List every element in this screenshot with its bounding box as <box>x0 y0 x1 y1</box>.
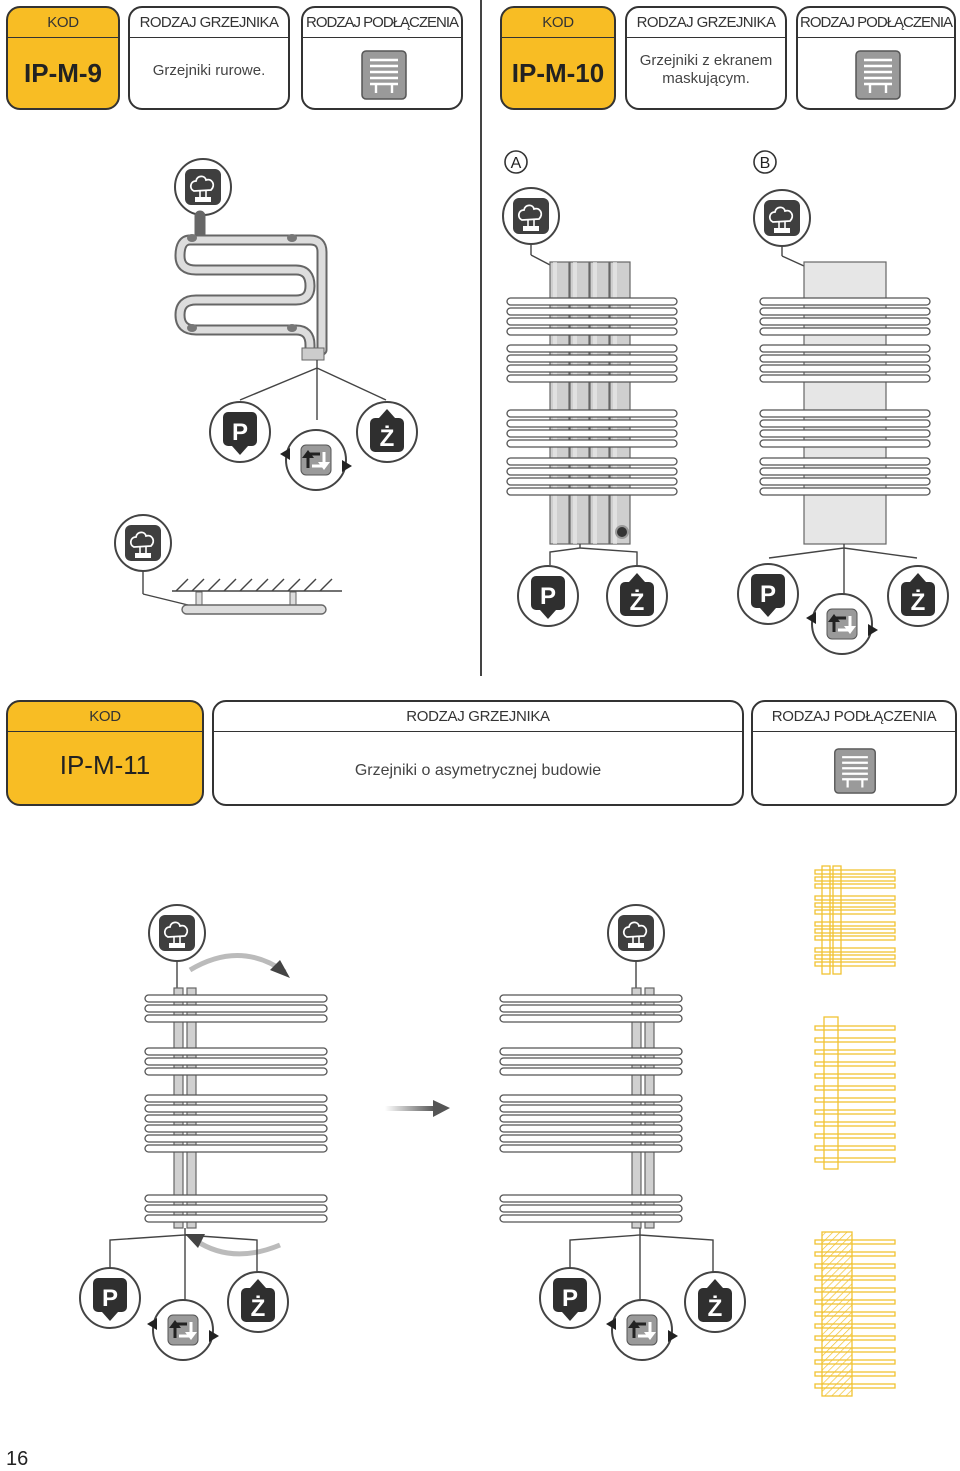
page-number: 16 <box>6 1448 29 1470</box>
conn-label: RODZAJ PODŁĄCZENIA <box>798 8 954 38</box>
type-value-ipm10-line2: maskującym. <box>662 70 750 87</box>
kod-label: KOD <box>8 702 202 732</box>
conn-box-ipm9: RODZAJ PODŁĄCZENIA <box>301 6 463 110</box>
conn-label: RODZAJ PODŁĄCZENIA <box>303 8 461 38</box>
ipm11-diagram <box>79 865 896 1397</box>
conn-box-ipm11: RODZAJ PODŁĄCZENIA <box>751 700 957 806</box>
type-label: RODZAJ GRZEJNIKA <box>214 702 742 732</box>
ipm9-diagram: P Ż <box>114 158 418 615</box>
code-ipm11: IP-M-11 <box>59 750 151 780</box>
type-label: RODZAJ GRZEJNIKA <box>627 8 785 38</box>
kod-label: KOD <box>8 8 118 38</box>
conn-box-ipm10: RODZAJ PODŁĄCZENIA <box>796 6 956 110</box>
type-box-ipm11: RODZAJ GRZEJNIKA Grzejniki o asymetryczn… <box>212 700 744 806</box>
type-value-ipm10-line1: Grzejniki z ekranem <box>639 52 773 69</box>
section-divider <box>480 0 482 676</box>
type-value-ipm11: Grzejniki o asymetrycznej budowie <box>354 762 602 779</box>
kod-label: KOD <box>502 8 614 38</box>
kod-box-ipm10: KOD IP-M-10 <box>500 6 616 110</box>
code-ipm9: IP-M-9 <box>24 58 102 88</box>
radiator-connection-icon <box>361 50 407 100</box>
radiator-connection-icon <box>855 50 901 100</box>
ipm10-diagram: A B <box>502 150 949 656</box>
variant-label-b: B <box>760 155 771 172</box>
code-ipm10: IP-M-10 <box>511 58 605 88</box>
kod-box-ipm9: KOD IP-M-9 <box>6 6 120 110</box>
type-label: RODZAJ GRZEJNIKA <box>130 8 288 38</box>
type-box-ipm10: RODZAJ GRZEJNIKA Grzejniki z ekranem mas… <box>625 6 787 110</box>
conn-label: RODZAJ PODŁĄCZENIA <box>753 702 955 732</box>
type-box-ipm9: RODZAJ GRZEJNIKA Grzejniki rurowe. <box>128 6 290 110</box>
type-value-ipm9: Grzejniki rurowe. <box>152 62 266 79</box>
kod-box-ipm11: KOD IP-M-11 <box>6 700 204 806</box>
variant-label-a: A <box>511 155 522 172</box>
radiator-connection-icon <box>834 748 876 794</box>
